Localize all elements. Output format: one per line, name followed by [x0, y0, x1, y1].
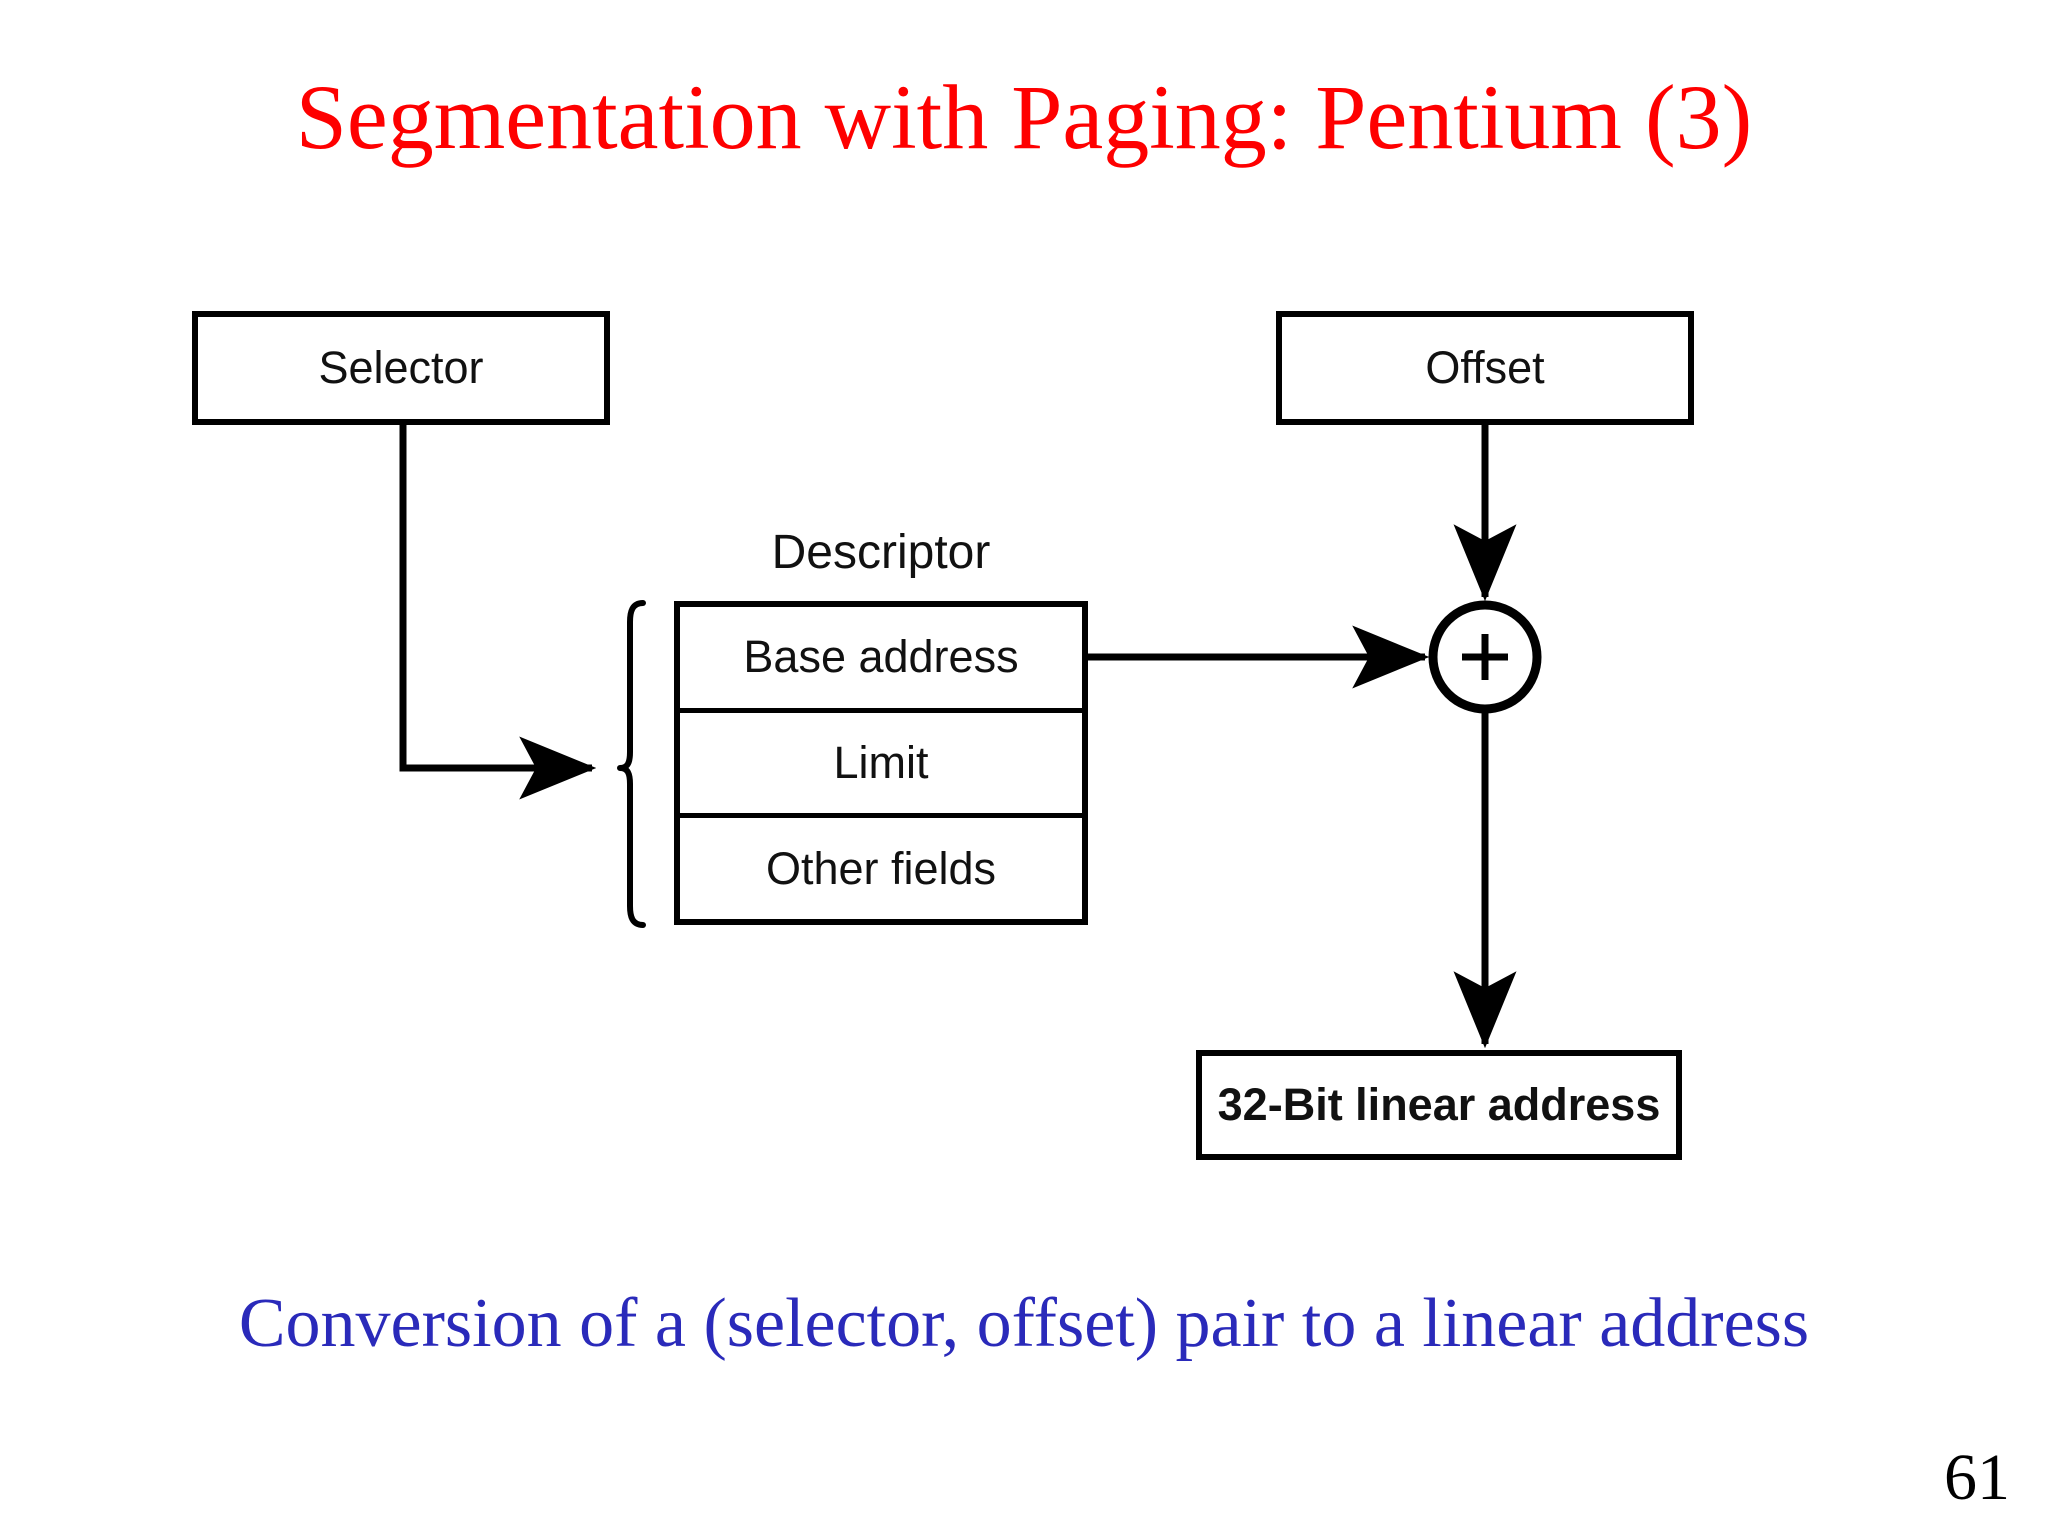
- offset-box-label: Offset: [1425, 342, 1545, 393]
- selector-box-label: Selector: [318, 342, 484, 393]
- connector-selector-to-descriptor: [399, 425, 597, 800]
- descriptor-row-other-fields: Other fields: [680, 818, 1082, 919]
- slide-caption: Conversion of a (selector, offset) pair …: [238, 1285, 1810, 1362]
- linear-address-box: 32-Bit linear address: [1196, 1050, 1682, 1160]
- selector-box: Selector: [192, 311, 610, 425]
- page-title: Segmentation with Paging: Pentium (3): [295, 66, 1753, 168]
- page-number: 61: [1944, 1441, 2010, 1514]
- descriptor-row-label: Limit: [833, 737, 929, 788]
- offset-box: Offset: [1276, 311, 1694, 425]
- adder-node: [1428, 600, 1542, 714]
- linear-address-box-label: 32-Bit linear address: [1217, 1079, 1661, 1130]
- descriptor-row-limit: Limit: [680, 713, 1082, 819]
- descriptor-row-label: Base address: [743, 631, 1019, 683]
- descriptor-title: Descriptor: [771, 526, 991, 579]
- descriptor-brace: [617, 600, 646, 928]
- descriptor-row-label: Other fields: [765, 842, 997, 894]
- descriptor-table: Base address Limit Other fields: [674, 601, 1088, 925]
- descriptor-row-base-address: Base address: [680, 607, 1082, 713]
